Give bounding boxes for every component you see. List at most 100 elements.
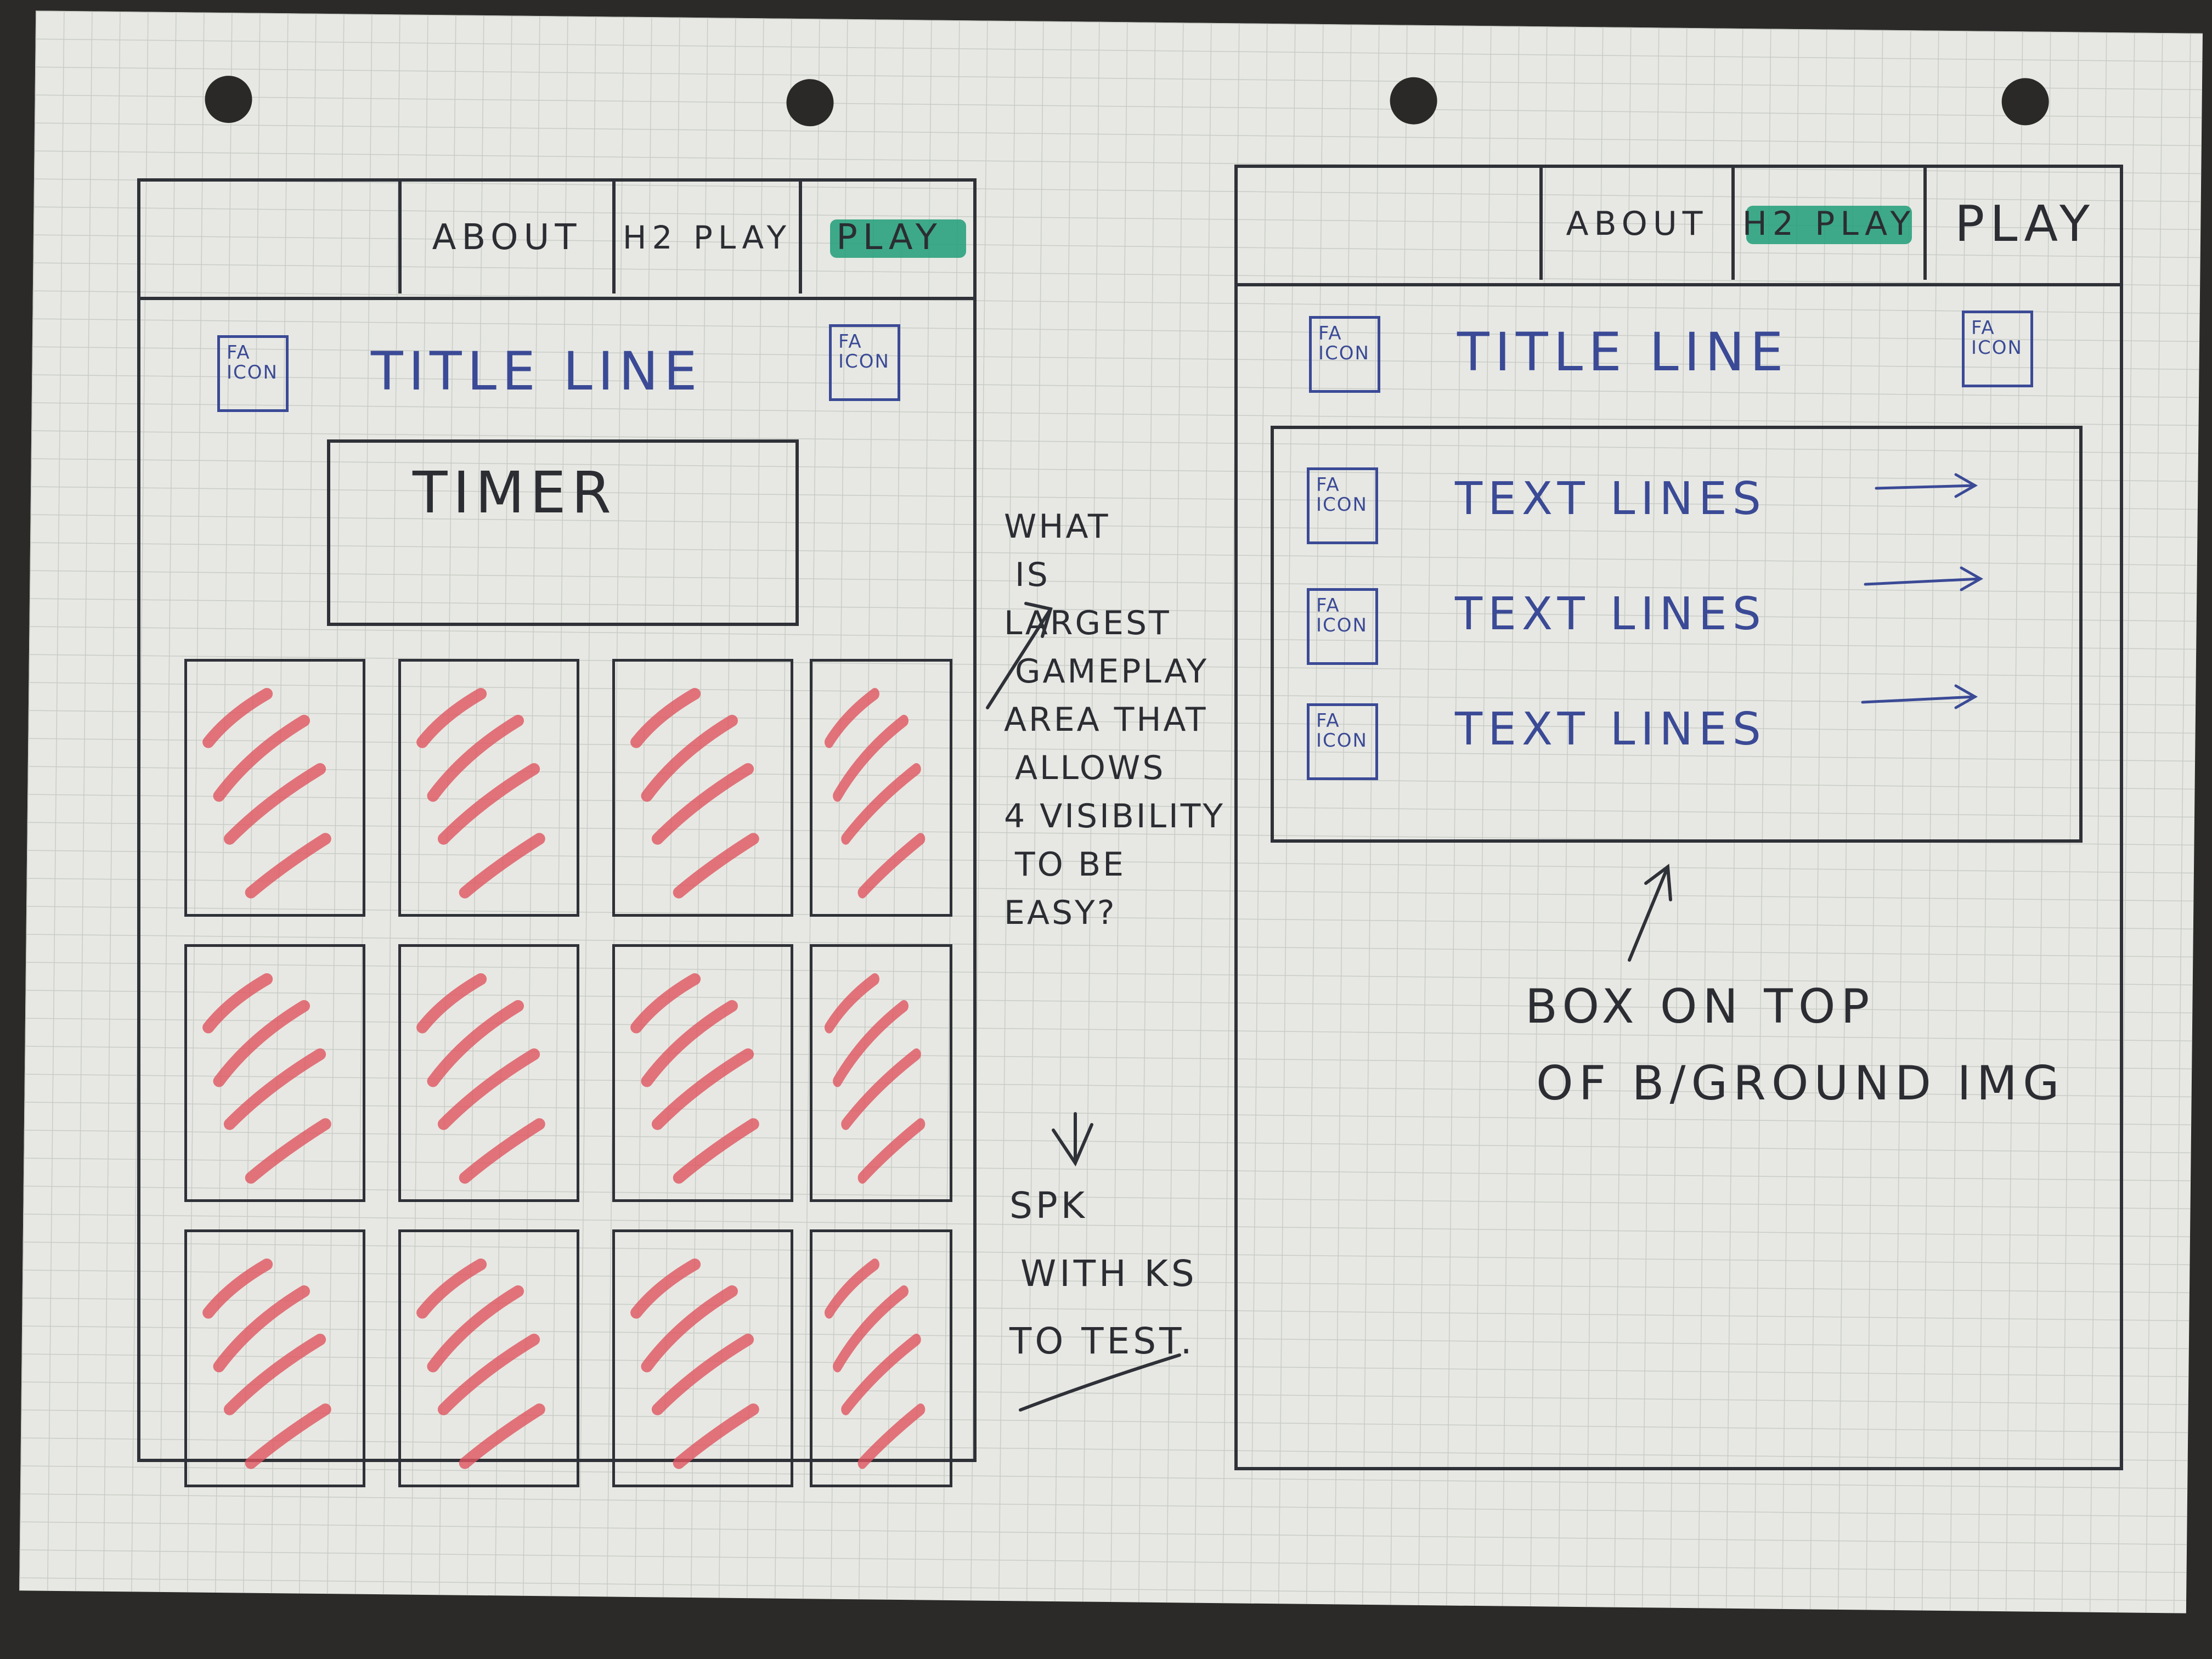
marker-stroke (641, 1000, 738, 1087)
marker-stroke (651, 1048, 754, 1130)
left-nav-bar: ABOUT H2 PLAY PLAY (140, 182, 973, 300)
marker-stroke (223, 1048, 326, 1130)
note-line: 4 VISIBILITY (1004, 797, 1226, 836)
marker-stroke (651, 763, 754, 845)
marker-stroke (437, 1333, 540, 1415)
note-line: AREA THAT (1004, 701, 1208, 739)
gameplay-tile[interactable] (398, 1229, 579, 1487)
right-nav-h2play[interactable]: H2 PLAY (1731, 168, 1923, 280)
fa-icon: FA ICON (1962, 311, 2033, 387)
note-line: SPK (1009, 1184, 1088, 1227)
marker-stroke (427, 714, 524, 802)
marker-stroke (459, 833, 545, 899)
marker-stroke (824, 973, 879, 1034)
gameplay-tile[interactable] (810, 944, 952, 1202)
fa-icon: FA ICON (217, 335, 289, 412)
text-line: TEXT LINES (1455, 588, 1767, 640)
active-highlight (830, 219, 966, 258)
marker-stroke (416, 973, 487, 1034)
marker-stroke (245, 833, 331, 899)
gameplay-tile[interactable] (612, 659, 793, 917)
note-line: GAMEPLAY (1015, 652, 1209, 691)
note-line: IS (1015, 556, 1050, 594)
right-nav-play[interactable]: PLAY (1923, 168, 2123, 280)
marker-stroke (213, 1000, 310, 1087)
active-highlight (1746, 206, 1912, 244)
right-wireframe: ABOUT H2 PLAY PLAY FA ICON TITLE LINE FA… (1234, 165, 2123, 1470)
marker-hatch (824, 1258, 926, 1469)
marker-hatch (202, 687, 331, 899)
gameplay-tile[interactable] (184, 659, 365, 917)
nav-label: ABOUT (432, 217, 582, 258)
note-line: TO TEST. (1009, 1320, 1195, 1363)
marker-stroke (437, 1048, 540, 1130)
marker-stroke (824, 1258, 879, 1319)
page-title: TITLE LINE (371, 341, 703, 402)
marker-stroke (857, 1403, 926, 1469)
text-line: TEXT LINES (1455, 473, 1767, 525)
marker-stroke (437, 763, 540, 845)
gameplay-tile[interactable] (398, 944, 579, 1202)
marker-hatch (416, 1258, 545, 1469)
marker-stroke (459, 1403, 545, 1469)
marker-stroke (857, 1118, 926, 1184)
marker-stroke (833, 1000, 909, 1087)
marker-stroke (202, 687, 273, 748)
page-title: TITLE LINE (1457, 321, 1789, 383)
note-line: WHAT (1004, 507, 1110, 546)
marker-hatch (630, 973, 759, 1184)
gameplay-tile[interactable] (398, 659, 579, 917)
marker-hatch (630, 687, 759, 899)
gameplay-tile[interactable] (612, 944, 793, 1202)
punch-hole (1390, 77, 1438, 125)
text-line: TEXT LINES (1455, 703, 1767, 755)
note-line: OF B/GROUND IMG (1536, 1056, 2065, 1111)
gameplay-tile[interactable] (810, 1229, 952, 1487)
nav-label: PLAY (836, 217, 943, 258)
fa-icon: FA ICON (829, 324, 900, 401)
marker-stroke (630, 687, 701, 748)
gameplay-tile[interactable] (184, 1229, 365, 1487)
gameplay-tile[interactable] (810, 659, 952, 917)
marker-stroke (841, 1048, 921, 1130)
marker-stroke (427, 1285, 524, 1373)
marker-stroke (630, 973, 701, 1034)
left-wireframe: ABOUT H2 PLAY PLAY FA ICON TITLE LINE FA… (137, 178, 977, 1487)
marker-stroke (223, 763, 326, 845)
marker-stroke (673, 1403, 759, 1469)
gameplay-tile[interactable] (612, 1229, 793, 1487)
nav-label: H2 PLAY (622, 219, 792, 256)
marker-hatch (416, 973, 545, 1184)
marker-hatch (824, 973, 926, 1184)
fa-icon: FA ICON (1307, 467, 1378, 544)
marker-stroke (427, 1000, 524, 1087)
gameplay-tile[interactable] (184, 944, 365, 1202)
marker-hatch (416, 687, 545, 899)
marker-stroke (416, 687, 487, 748)
fa-icon: FA ICON (1307, 703, 1378, 780)
marker-hatch (202, 1258, 331, 1469)
note-line: ALLOWS (1015, 749, 1166, 787)
note-line: BOX ON TOP (1525, 979, 1875, 1034)
fa-icon: FA ICON (1307, 588, 1378, 665)
nav-label: ABOUT (1566, 205, 1708, 243)
marker-stroke (641, 1285, 738, 1373)
marker-stroke (630, 1258, 701, 1319)
marker-stroke (673, 833, 759, 899)
right-nav-about[interactable]: ABOUT (1539, 168, 1731, 280)
left-nav-about[interactable]: ABOUT (398, 182, 612, 294)
note-right: BOX ON TOP OF B/GROUND IMG (1525, 977, 2065, 1130)
marker-hatch (202, 973, 331, 1184)
left-nav-h2play[interactable]: H2 PLAY (612, 182, 799, 294)
marker-hatch (824, 687, 926, 899)
marker-stroke (841, 1333, 921, 1415)
marker-stroke (824, 687, 879, 748)
punch-hole (205, 75, 252, 123)
info-box: FA ICON TEXT LINES FA ICON TEXT LINES FA… (1271, 426, 2083, 843)
marker-stroke (245, 1118, 331, 1184)
fa-icon: FA ICON (1309, 316, 1380, 393)
marker-stroke (841, 763, 921, 845)
left-nav-play[interactable]: PLAY (799, 182, 977, 294)
